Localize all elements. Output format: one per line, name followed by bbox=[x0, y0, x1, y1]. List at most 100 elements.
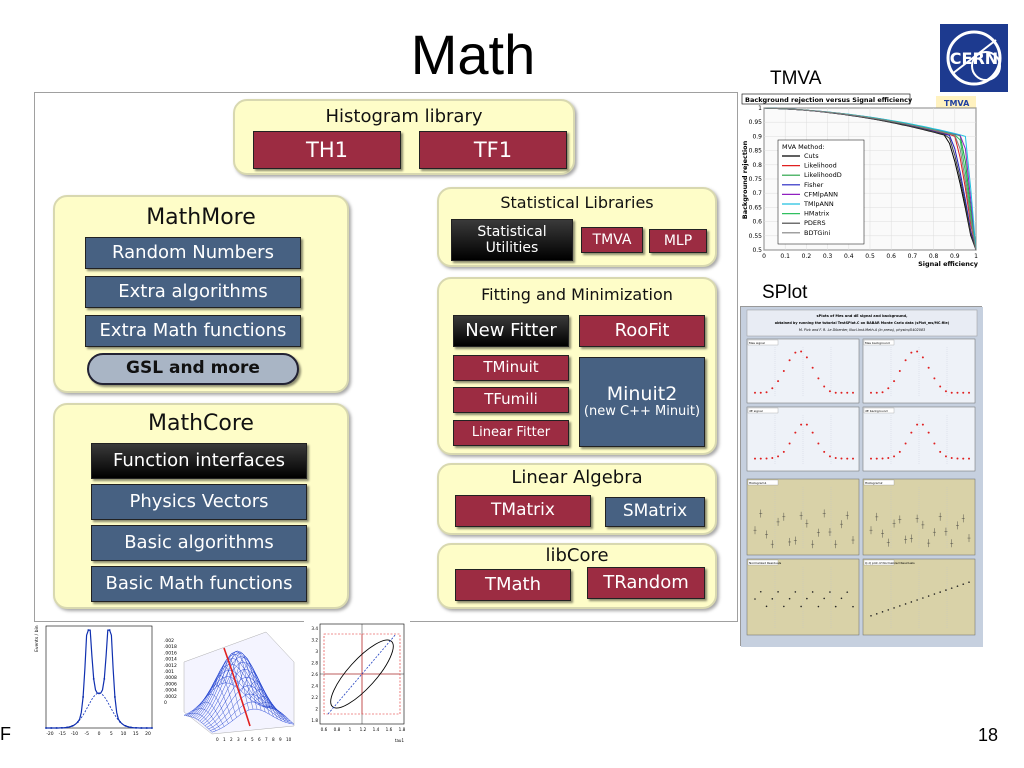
tminuit-box[interactable]: TMinuit bbox=[453, 355, 569, 381]
double-peak-x-tick-label: 15 bbox=[133, 731, 139, 737]
double-peak-data-points bbox=[45, 629, 153, 729]
tmva-legend-label: Cuts bbox=[804, 152, 819, 160]
fitting-title: Fitting and Minimization bbox=[481, 285, 673, 304]
splot-point bbox=[962, 391, 965, 394]
mlp-box[interactable]: MLP bbox=[649, 229, 707, 253]
tmva-y-tick-label: 0.65 bbox=[749, 204, 763, 211]
surface-mesh-line bbox=[183, 715, 213, 733]
splot-point bbox=[788, 597, 791, 600]
double-peak-point bbox=[87, 629, 90, 631]
splot-point bbox=[759, 590, 762, 593]
mathmore-container: MathMore Random Numbers Extra algorithms… bbox=[53, 195, 349, 393]
splot-point bbox=[910, 431, 913, 434]
double-peak-x-tick-label: 5 bbox=[110, 731, 113, 737]
trandom-box[interactable]: TRandom bbox=[587, 567, 705, 599]
tmva-x-tick-label: 0 bbox=[762, 253, 766, 260]
splot-panel-title: Q-Q plot of Normalized Residuals bbox=[865, 561, 915, 565]
splot-point bbox=[939, 450, 942, 453]
statistical-utilities-line2: Utilities bbox=[485, 240, 539, 256]
physics-vectors-box[interactable]: Physics Vectors bbox=[91, 484, 307, 520]
splot-point bbox=[817, 442, 820, 445]
splot-point bbox=[921, 356, 924, 359]
surface-floor-tick-label: 9 bbox=[279, 737, 282, 742]
splot-point bbox=[898, 370, 901, 373]
tmath-box[interactable]: TMath bbox=[455, 569, 571, 601]
minuit2-label: Minuit2 bbox=[606, 382, 678, 405]
ellipse-y-tick-label: 2.2 bbox=[311, 695, 318, 700]
splot-point bbox=[817, 377, 820, 380]
double-peak-x-tick-label: -20 bbox=[46, 731, 53, 737]
tmva-y-tick-label: 0.6 bbox=[752, 219, 762, 226]
tmatrix-box[interactable]: TMatrix bbox=[455, 495, 591, 527]
splot-label: SPlot bbox=[762, 282, 808, 303]
tmva-x-tick-label: 0.2 bbox=[802, 253, 812, 260]
tmva-y-tick-label: 1 bbox=[758, 105, 762, 112]
tmva-logo: TMVA bbox=[936, 96, 976, 110]
double-peak-point bbox=[82, 696, 84, 698]
splot-point bbox=[777, 380, 780, 383]
splot-point bbox=[805, 423, 808, 426]
libcore-container: libCore TMath TRandom bbox=[437, 543, 717, 609]
splot-point bbox=[806, 597, 808, 600]
surface-mesh-line bbox=[188, 713, 217, 731]
splot-heading-1: sPlots of Mes and dE signal and backgrou… bbox=[817, 314, 908, 318]
minuit2-box[interactable]: Minuit2 (new C++ Minuit) bbox=[579, 357, 705, 447]
extra-algorithms-box[interactable]: Extra algorithms bbox=[85, 276, 301, 308]
tf1-box[interactable]: TF1 bbox=[419, 131, 567, 169]
splot-point bbox=[875, 457, 878, 460]
libcore-title: libCore bbox=[545, 545, 609, 566]
splot-point bbox=[956, 391, 959, 394]
splot-panel: dE signal bbox=[746, 406, 860, 472]
splot-point bbox=[904, 442, 907, 445]
th1-box[interactable]: TH1 bbox=[253, 131, 401, 169]
extra-math-functions-box[interactable]: Extra Math functions bbox=[85, 315, 301, 347]
tmva-x-tick-label: 0.5 bbox=[865, 253, 875, 260]
surface-mesh-line bbox=[228, 652, 258, 710]
basic-math-functions-box[interactable]: Basic Math functions bbox=[91, 566, 307, 602]
splot-point bbox=[945, 589, 947, 591]
splot-point bbox=[933, 442, 936, 445]
splot-panel-title: dE background bbox=[865, 409, 888, 413]
splot-point bbox=[788, 442, 791, 445]
tmva-legend-label: LikelihoodD bbox=[804, 171, 842, 179]
splot-point bbox=[933, 377, 936, 380]
splot-point bbox=[823, 450, 826, 453]
splot-panel-title-box bbox=[747, 339, 779, 346]
splot-point bbox=[811, 366, 814, 369]
tmva-curves bbox=[763, 107, 977, 251]
basic-algorithms-box[interactable]: Basic algorithms bbox=[91, 525, 307, 561]
splot-point bbox=[765, 457, 768, 460]
splot-point bbox=[968, 581, 970, 583]
smatrix-box[interactable]: SMatrix bbox=[605, 497, 705, 527]
new-fitter-box[interactable]: New Fitter bbox=[453, 315, 569, 347]
splot-point bbox=[927, 595, 930, 597]
gsl-and-more-box[interactable]: GSL and more bbox=[87, 353, 299, 385]
statistical-utilities-box[interactable]: Statistical Utilities bbox=[451, 219, 573, 261]
splot-panel-title-box bbox=[747, 559, 779, 566]
double-peak-point bbox=[92, 678, 95, 680]
ellipse-y-tick-label: 2 bbox=[315, 707, 318, 712]
splot-point bbox=[893, 607, 895, 609]
tfumili-box[interactable]: TFumili bbox=[453, 387, 569, 413]
tmva-box[interactable]: TMVA bbox=[581, 227, 643, 253]
surface-mesh-line bbox=[216, 658, 245, 712]
surface-mesh-line bbox=[261, 705, 291, 724]
double-peak-point bbox=[71, 725, 74, 727]
double-peak-point bbox=[98, 692, 100, 695]
ellipse-y-tick-label: 3.4 bbox=[311, 626, 318, 631]
splot-panel-title: Mes background bbox=[865, 341, 890, 345]
splot-panel: Q-Q plot of Normalized Residuals bbox=[862, 558, 976, 636]
surface-z-tick-label: .0004 bbox=[164, 688, 177, 694]
surface-mesh-line bbox=[208, 675, 237, 718]
random-numbers-box[interactable]: Random Numbers bbox=[85, 237, 301, 269]
linear-fitter-box[interactable]: Linear Fitter bbox=[453, 420, 569, 446]
surface-mesh-line bbox=[212, 665, 241, 715]
function-interfaces-box[interactable]: Function interfaces bbox=[91, 443, 307, 479]
splot-point bbox=[881, 611, 884, 613]
splot-panel: Histogram2 bbox=[862, 478, 976, 556]
surface-z-tick-label: .001 bbox=[164, 669, 174, 675]
splot-point bbox=[800, 423, 803, 426]
roofit-box[interactable]: RooFit bbox=[579, 315, 705, 347]
